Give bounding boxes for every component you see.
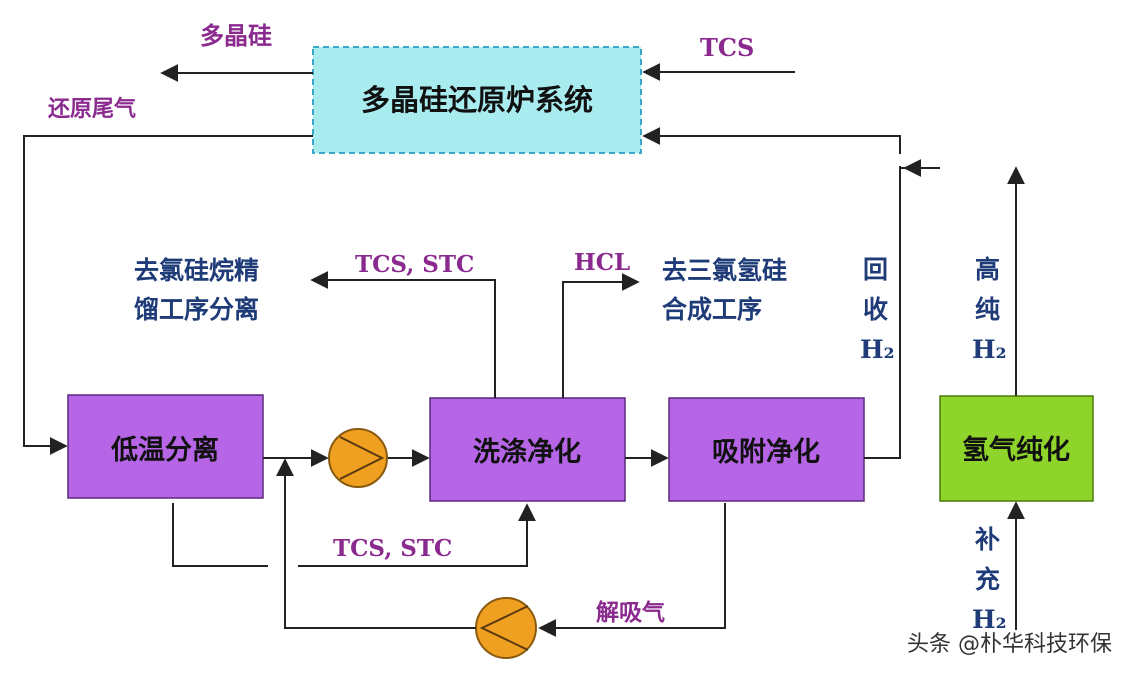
- high-purity-h2-char-3: H₂: [972, 335, 1007, 364]
- flow-wash-hcl: [562, 273, 640, 398]
- makeup-h2-char-3: H₂: [972, 605, 1007, 634]
- wash-purify-label: 洗涤净化: [473, 437, 581, 468]
- flow-desorb-return: [276, 458, 476, 629]
- flow-tcs-stc-to-wash: [298, 503, 536, 567]
- low-temp-sep-box: [67, 394, 264, 499]
- flow-desorb: [538, 503, 726, 637]
- recover-h2-char-1: 回: [863, 255, 888, 284]
- to-synth-label-1: 去三氯氢硅: [662, 256, 787, 285]
- flow-adsorb-to-recover: [864, 166, 901, 459]
- h2-purify-label: 氢气纯化: [962, 434, 1070, 466]
- wash-purify-box: [429, 397, 626, 502]
- watermark: 头条 @朴华科技环保: [907, 632, 1112, 657]
- flow-sep-tcs-stc: [172, 503, 268, 567]
- high-purity-h2-char-2: 纯: [975, 295, 1000, 324]
- tcs-stc-top-label: TCS, STC: [355, 251, 474, 278]
- compressor-bottom-icon: [475, 597, 537, 659]
- h2-return-line: [642, 127, 901, 154]
- to-distill-label-1: 去氯硅烷精: [134, 256, 259, 285]
- recover-h2-char-2: 收: [863, 295, 888, 324]
- desorb-gas-label: 解吸气: [596, 599, 665, 626]
- to-distill-label-2: 馏工序分离: [134, 295, 259, 324]
- h2-purify-box: [939, 395, 1094, 502]
- makeup-h2-char-1: 补: [975, 525, 1000, 554]
- tail-gas-line: [23, 135, 313, 455]
- low-temp-sep-label: 低温分离: [110, 434, 219, 466]
- flow-wash-tcs-stc: [310, 271, 496, 398]
- makeup-h2-char-2: 充: [975, 565, 1000, 594]
- adsorb-purify-label: 吸附净化: [712, 437, 820, 468]
- hcl-label: HCL: [574, 249, 630, 276]
- tcs-stc-bottom-label: TCS, STC: [333, 535, 452, 562]
- compressor-top-icon: [328, 428, 388, 488]
- furnace-box: [312, 46, 642, 154]
- polysilicon-label: 多晶硅: [200, 21, 272, 50]
- high-purity-h2-char-1: 高: [975, 255, 1000, 284]
- recover-h2-char-3: H₂: [860, 335, 895, 364]
- furnace-label: 多晶硅还原炉系统: [361, 83, 593, 117]
- adsorb-purify-box: [668, 397, 865, 502]
- tail-gas-label: 还原尾气: [47, 96, 136, 122]
- tcs-input-label: TCS: [700, 33, 754, 62]
- to-synth-label-2: 合成工序: [662, 295, 762, 324]
